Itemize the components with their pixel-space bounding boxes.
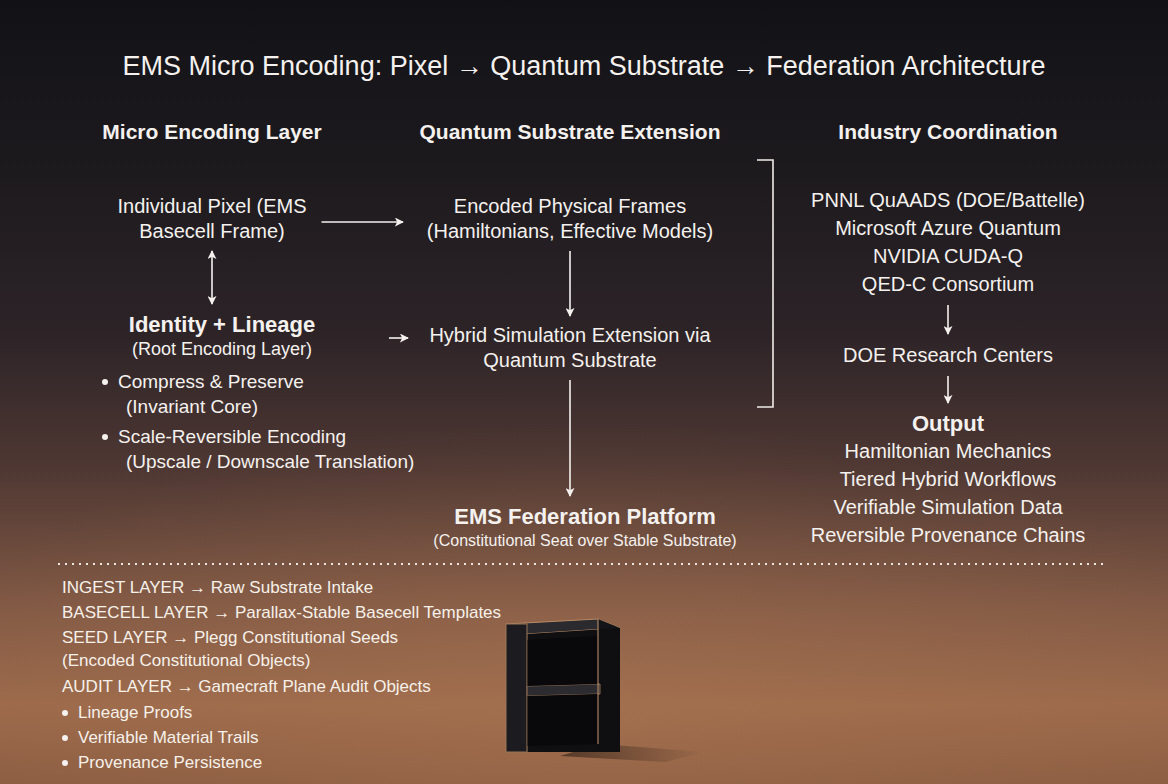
group-bracket	[757, 160, 773, 407]
pixel-node: Individual Pixel (EMS Basecell Frame)	[110, 194, 315, 244]
column-heading: Industry Coordination	[838, 120, 1057, 143]
bullet-dot	[62, 735, 68, 741]
bullet-dot	[62, 710, 68, 716]
node-text: Microsoft Azure Quantum	[811, 214, 1085, 242]
layer-line: SEED LAYER → Plegg Constitutional Seeds	[62, 628, 398, 647]
label-holder: Quantum Substrate Extension	[419, 120, 720, 144]
warm-glow	[0, 300, 1168, 784]
bullet-row: Verifiable Material Trails	[62, 727, 258, 749]
diagram-title: EMS Micro Encoding: Pixel → Quantum Subs…	[123, 51, 1046, 82]
node-text: Hybrid Simulation Extension via Quantum …	[415, 323, 725, 373]
column-heading: Quantum Substrate Extension	[419, 120, 720, 143]
column-heading: Micro Encoding Layer	[102, 120, 321, 143]
bullet-item: Compress & Preserve	[62, 369, 382, 394]
label-holder: AUDIT LAYER → Gamecraft Plane Audit Obje…	[62, 676, 431, 698]
label-holder: BASECELL LAYER → Parallax-Stable Basecel…	[62, 602, 501, 624]
bullet-dot	[102, 434, 108, 440]
bullet-dot	[62, 760, 68, 766]
layer-line: BASECELL LAYER → Parallax-Stable Basecel…	[62, 603, 501, 622]
node-heading: Identity + Lineage	[62, 311, 382, 338]
node-text: Reversible Provenance Chains	[811, 521, 1086, 549]
node-text: QED-C Consortium	[811, 270, 1085, 298]
node-text: (Root Encoding Layer)	[62, 338, 382, 361]
flow-arrow	[569, 251, 571, 316]
flow-arrow	[569, 380, 571, 496]
node-text: DOE Research Centers	[843, 341, 1053, 369]
flow-arrow	[947, 305, 949, 334]
dotted-divider	[58, 563, 1106, 565]
bullet-text: Scale-Reversible Encoding	[118, 424, 346, 449]
federation-node: EMS Federation Platform(Constitutional S…	[433, 503, 736, 552]
label-holder: INGEST LAYER → Raw Substrate Intake	[62, 577, 373, 599]
audit-bullet: Verifiable Material Trails	[78, 727, 258, 749]
bullet-item: Scale-Reversible Encoding	[62, 424, 382, 449]
label-holder: Micro Encoding Layer	[102, 120, 321, 144]
doe-node: DOE Research Centers	[843, 341, 1053, 369]
layer-line: INGEST LAYER → Raw Substrate Intake	[62, 578, 373, 597]
layer-line: AUDIT LAYER → Gamecraft Plane Audit Obje…	[62, 677, 431, 696]
audit-bullet: Lineage Proofs	[78, 702, 192, 724]
flow-arrow	[947, 376, 949, 403]
bullet-row: Lineage Proofs	[62, 702, 192, 724]
identity-node: Identity + Lineage(Root Encoding Layer) C…	[62, 311, 382, 474]
bullet-note: (Invariant Core)	[126, 394, 258, 419]
node-text: Individual Pixel (EMS Basecell Frame)	[110, 194, 315, 244]
label-holder: SEED LAYER → Plegg Constitutional Seeds	[62, 627, 398, 649]
node-text: Encoded Physical Frames (Hamiltonians, E…	[410, 194, 730, 244]
node-text: Verifiable Simulation Data	[811, 493, 1086, 521]
bullet-note: (Upscale / Downscale Translation)	[126, 449, 414, 474]
bullet-subitem: (Invariant Core)	[62, 394, 382, 419]
industry-node: PNNL QuAADS (DOE/Battelle)Microsoft Azur…	[811, 186, 1085, 298]
node-text: (Constitutional Seat over Stable Substra…	[433, 530, 736, 552]
flow-arrow	[389, 337, 408, 339]
layer-note: (Encoded Constitutional Objects)	[62, 651, 311, 670]
bullet-row: Provenance Persistence	[62, 752, 262, 774]
side-table-illustration	[506, 619, 705, 762]
frames-node: Encoded Physical Frames (Hamiltonians, E…	[410, 194, 730, 244]
node-text: Hamiltonian Mechanics	[811, 437, 1086, 465]
node-text: PNNL QuAADS (DOE/Battelle)	[811, 186, 1085, 214]
output-node: OutputHamiltonian MechanicsTiered Hybrid…	[811, 410, 1086, 549]
node-heading: Output	[811, 410, 1086, 437]
hybrid-node: Hybrid Simulation Extension via Quantum …	[415, 323, 725, 373]
bullet-dot	[102, 379, 108, 385]
node-text: NVIDIA CUDA-Q	[811, 242, 1085, 270]
node-heading: EMS Federation Platform	[433, 503, 736, 530]
flow-arrow	[211, 251, 213, 304]
label-holder: Industry Coordination	[838, 120, 1057, 144]
bullet-text: Compress & Preserve	[118, 369, 304, 394]
label-holder: (Encoded Constitutional Objects)	[62, 650, 311, 672]
audit-bullet: Provenance Persistence	[78, 752, 262, 774]
flow-arrow	[322, 221, 404, 223]
bullet-subitem: (Upscale / Downscale Translation)	[62, 449, 382, 474]
node-text: Tiered Hybrid Workflows	[811, 465, 1086, 493]
